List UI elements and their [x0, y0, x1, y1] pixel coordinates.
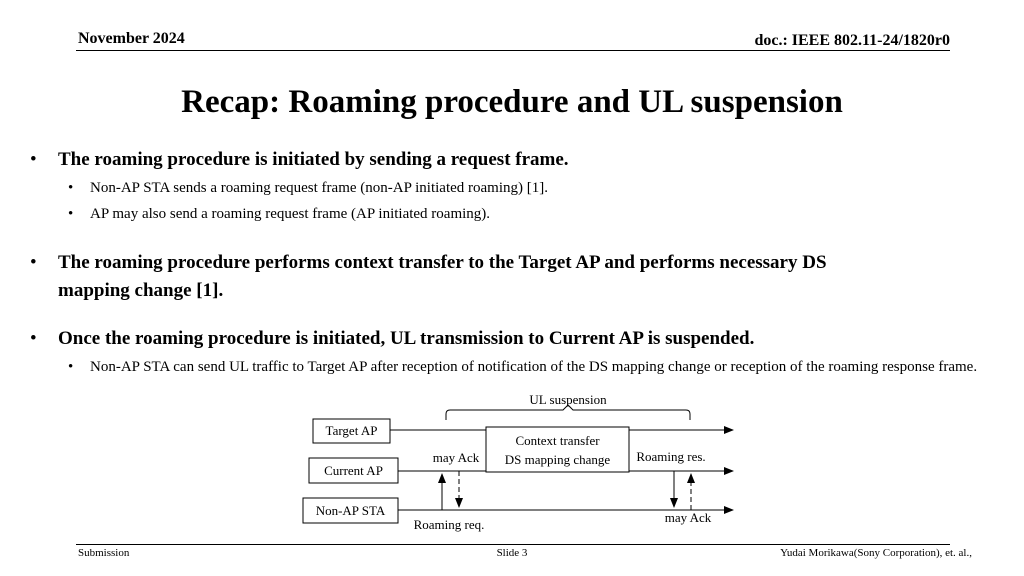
context-transfer-label: Context transfer	[515, 433, 600, 448]
sub-bullet-dot: •	[68, 359, 74, 375]
bullet-dot: •	[30, 328, 37, 349]
bullet-2-text-line2: mapping change [1].	[58, 280, 224, 301]
bullet-1-sub-2-text: AP may also send a roaming request frame…	[90, 206, 491, 222]
bullet-dot: •	[30, 149, 37, 170]
ds-mapping-change-label: DS mapping change	[505, 452, 611, 467]
target-ap-label: Target AP	[326, 423, 378, 438]
ul-suspension-brace	[445, 404, 691, 420]
bullet-1-sub-1: • Non-AP STA sends a roaming request fra…	[68, 178, 1010, 198]
non-ap-sta-box	[302, 497, 399, 524]
current-ap-label: Current AP	[324, 463, 383, 478]
bullet-3-text: Once the roaming procedure is initiated,…	[58, 328, 755, 349]
bullet-1-sub-2: • AP may also send a roaming request fra…	[68, 204, 1010, 224]
may-ack-right-label: may Ack	[665, 510, 712, 525]
non-ap-sta-label: Non-AP STA	[316, 503, 386, 518]
current-ap-box	[308, 457, 399, 484]
may-ack-left-label: may Ack	[433, 450, 480, 465]
header-divider	[76, 50, 950, 51]
context-transfer-box	[485, 426, 630, 473]
slide-title: Recap: Roaming procedure and UL suspensi…	[181, 84, 843, 120]
footer-slide-number: Slide 3	[496, 547, 528, 559]
footer-divider	[76, 544, 950, 545]
bullet-3: • Once the roaming procedure is initiate…	[30, 325, 968, 353]
bullet-dot: •	[30, 252, 37, 273]
target-ap-box	[312, 418, 391, 444]
bullet-1-text: The roaming procedure is initiated by se…	[58, 149, 569, 170]
roaming-res-label: Roaming res.	[636, 449, 705, 464]
bullet-3-sub-1: • Non-AP STA can send UL traffic to Targ…	[68, 357, 1010, 377]
header-date: November 2024	[78, 30, 185, 47]
footer-author: Yudai Morikawa(Sony Corporation), et. al…	[780, 547, 972, 559]
bullet-1-sub-1-text: Non-AP STA sends a roaming request frame…	[90, 180, 549, 196]
ul-suspension-label: UL suspension	[529, 392, 607, 407]
footer-submission: Submission	[78, 547, 130, 559]
bullet-3-sub-1-text: Non-AP STA can send UL traffic to Target…	[90, 359, 978, 375]
roaming-req-label: Roaming req.	[414, 517, 485, 532]
sub-bullet-dot: •	[68, 206, 74, 222]
bullet-2-text-line1: The roaming procedure performs context t…	[58, 252, 827, 273]
bullet-1: • The roaming procedure is initiated by …	[30, 146, 968, 174]
header-doc-id: doc.: IEEE 802.11-24/1820r0	[754, 32, 950, 49]
sub-bullet-dot: •	[68, 180, 74, 196]
bullet-2: • The roaming procedure performs context…	[30, 249, 968, 305]
